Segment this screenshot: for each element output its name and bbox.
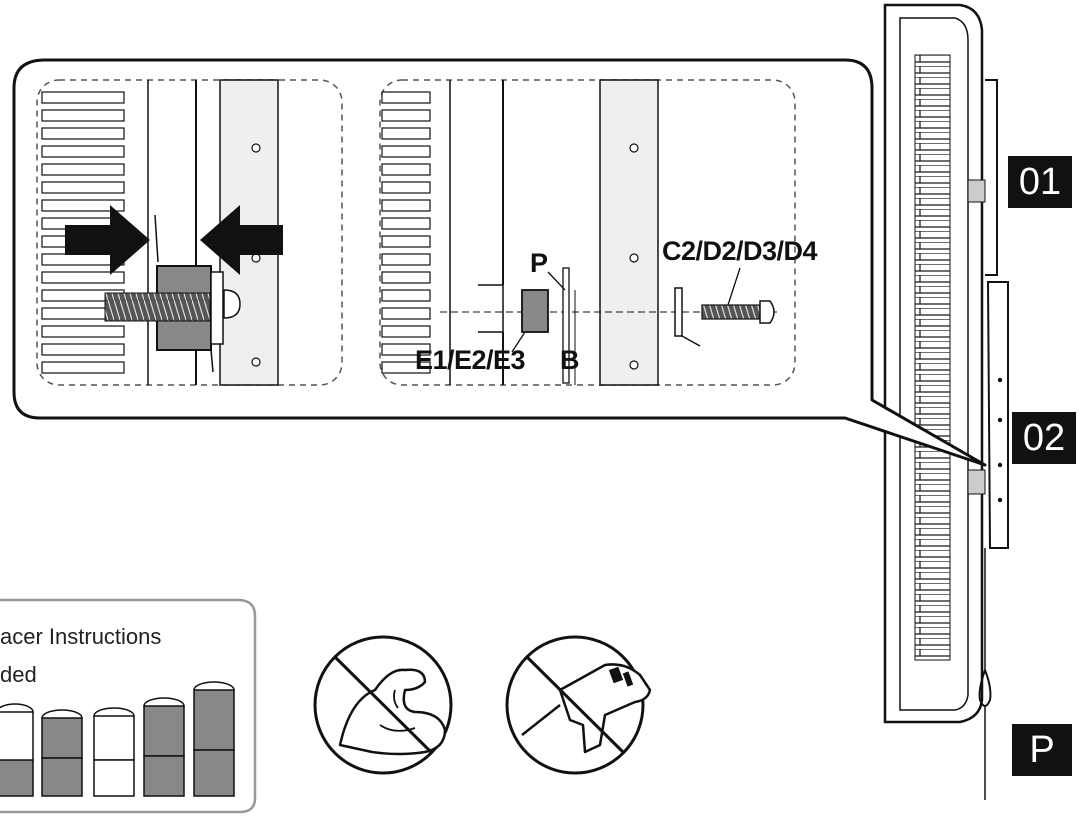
vent-slats [381, 91, 431, 374]
detail-callout [12, 58, 987, 467]
detail-panel-right [379, 79, 796, 386]
detail-panel-left [36, 79, 343, 386]
label-screw-parts: C2/D2/D3/D4 [662, 236, 818, 266]
arrow-icon [65, 205, 150, 275]
step-badge-p: P [1012, 724, 1072, 776]
label-bracket-callout: B [560, 345, 580, 375]
label-spacer-parts: E1/E2/E3 [415, 345, 526, 375]
tv-side-profile [883, 3, 1009, 800]
power-drill-icon [521, 663, 652, 754]
screw-thread [104, 292, 211, 322]
label-p-callout: P [530, 248, 548, 278]
no-force-warning [313, 635, 453, 775]
spacer-instructions-box [0, 598, 257, 814]
spacer-instructions-title: acer Instructions [0, 624, 162, 649]
spacer-instructions-subtitle: ded [0, 662, 37, 687]
step-badge-01: 01 [1008, 156, 1072, 208]
no-power-drill-warning [505, 635, 652, 775]
step-badge-02: 02 [1012, 412, 1076, 464]
spacer-part [521, 289, 549, 333]
screw-part [701, 304, 761, 320]
spacer-stacks [0, 681, 235, 797]
arrow-icon [200, 205, 283, 275]
